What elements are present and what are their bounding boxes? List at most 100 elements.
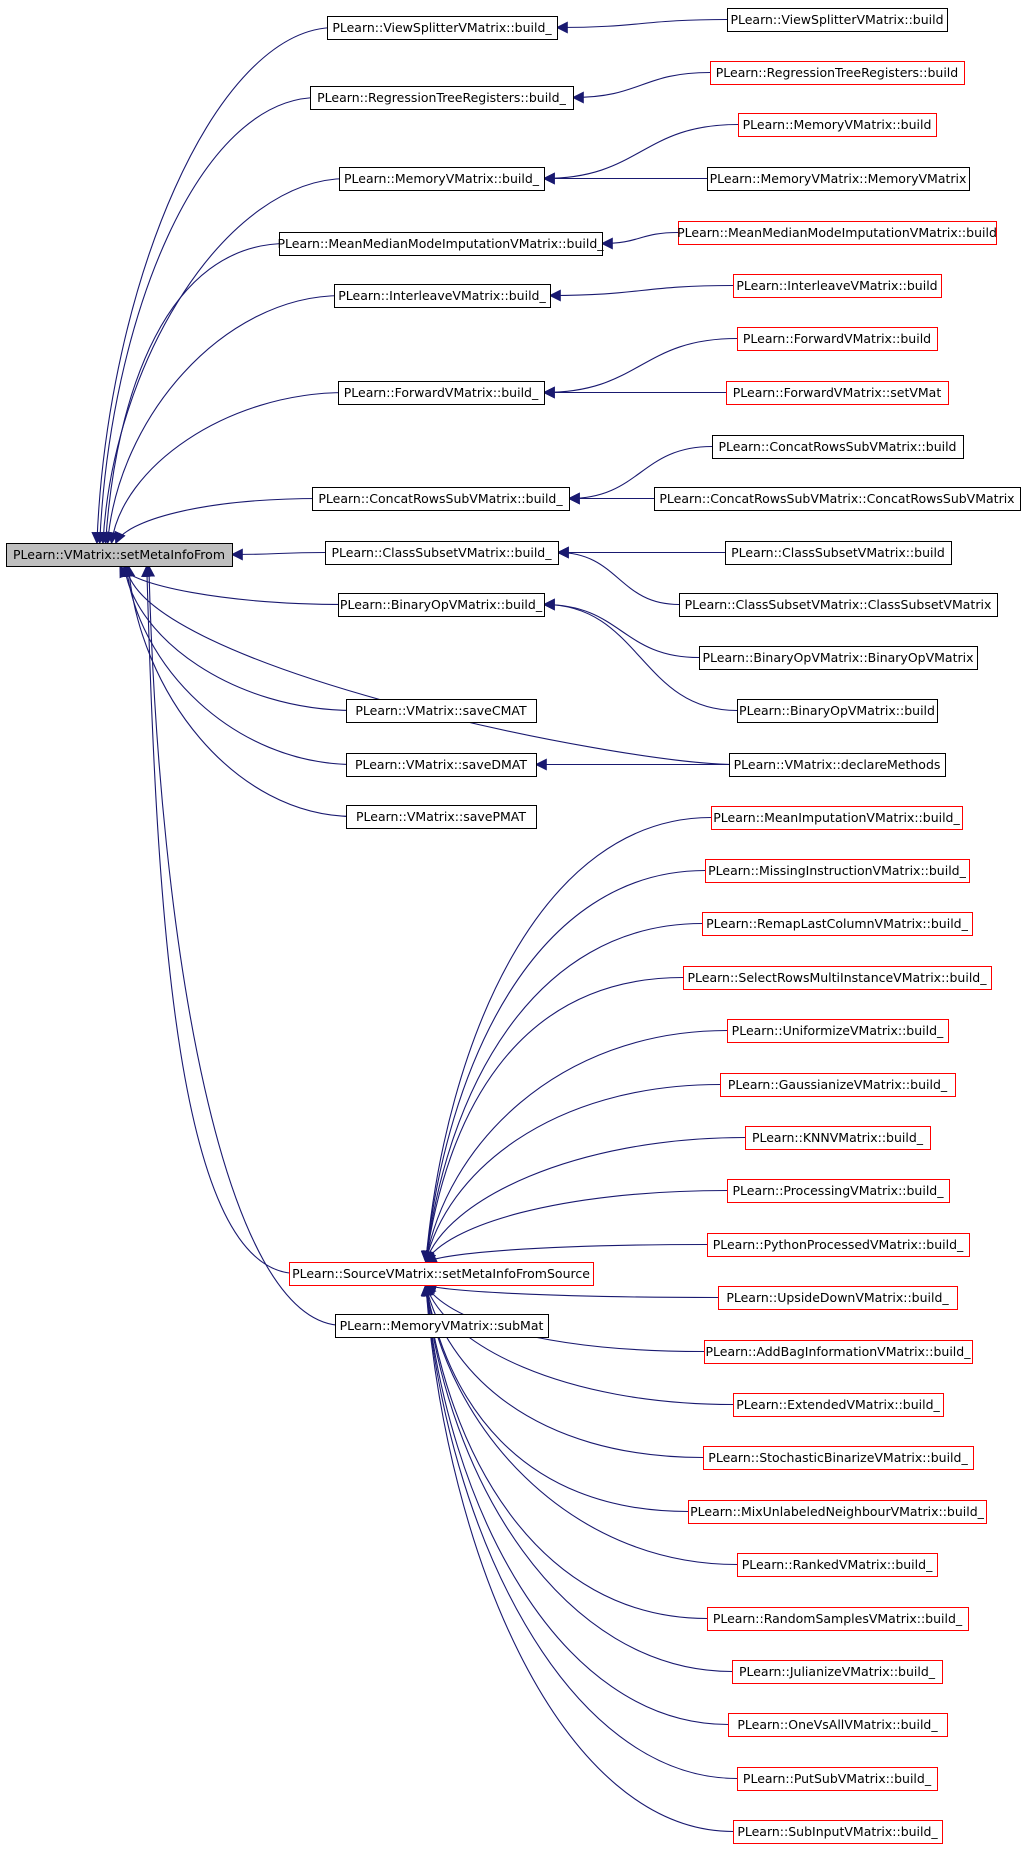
node-box: [339, 167, 545, 191]
node-label: PLearn::PutSubVMatrix::build_: [743, 1771, 932, 1786]
edge-r17-to-src_smif: [420, 1283, 733, 1673]
node-r15[interactable]: PLearn::RankedVMatrix::build_: [737, 1553, 938, 1577]
node-box: [289, 1262, 594, 1286]
node-rtr_b[interactable]: PLearn::RegressionTreeRegisters::build: [710, 61, 965, 85]
node-box: [729, 753, 946, 777]
node-bop_b_[interactable]: PLearn::BinaryOpVMatrix::build_: [338, 593, 545, 617]
node-vsvm_b_[interactable]: PLearn::ViewSplitterVMatrix::build_: [327, 16, 558, 40]
node-box: [733, 1393, 944, 1417]
edge-fwd_b-to-fwd_b_: [542, 337, 738, 399]
node-saveDMAT[interactable]: PLearn::VMatrix::saveDMAT: [346, 753, 537, 777]
edge-src_smif-to-setMetaInfoFrom: [141, 564, 298, 1275]
node-box: [346, 699, 537, 723]
node-r17[interactable]: PLearn::JulianizeVMatrix::build_: [732, 1660, 943, 1684]
node-r6[interactable]: PLearn::GaussianizeVMatrix::build_: [720, 1073, 956, 1097]
node-label: PLearn::RemapLastColumnVMatrix::build_: [706, 916, 968, 931]
node-r1[interactable]: PLearn::MeanImputationVMatrix::build_: [711, 806, 963, 830]
edge-vsvm_b-to-vsvm_b_: [555, 18, 728, 34]
node-saveCMAT[interactable]: PLearn::VMatrix::saveCMAT: [346, 699, 537, 723]
node-box: [725, 541, 952, 565]
node-box: [335, 1314, 549, 1338]
node-css_b_[interactable]: PLearn::ClassSubsetVMatrix::build_: [325, 541, 559, 565]
node-label: PLearn::MixUnlabeledNeighbourVMatrix::bu…: [690, 1504, 985, 1519]
node-vsvm_b[interactable]: PLearn::ViewSplitterVMatrix::build: [727, 8, 948, 32]
node-savePMAT[interactable]: PLearn::VMatrix::savePMAT: [346, 805, 537, 829]
node-css_ctor[interactable]: PLearn::ClassSubsetVMatrix::ClassSubsetV…: [679, 593, 998, 617]
node-r9[interactable]: PLearn::PythonProcessedVMatrix::build_: [707, 1233, 970, 1257]
node-r2[interactable]: PLearn::MissingInstructionVMatrix::build…: [705, 859, 970, 883]
node-label: PLearn::KNNVMatrix::build_: [752, 1130, 924, 1145]
edge-mmm_b_-to-setMetaInfoFrom: [100, 242, 288, 545]
node-r3[interactable]: PLearn::RemapLastColumnVMatrix::build_: [702, 912, 973, 936]
node-r20[interactable]: PLearn::SubInputVMatrix::build_: [733, 1820, 943, 1844]
edge-crs_b_-to-setMetaInfoFrom: [114, 497, 321, 545]
node-r14[interactable]: PLearn::MixUnlabeledNeighbourVMatrix::bu…: [688, 1500, 987, 1524]
node-bop_b[interactable]: PLearn::BinaryOpVMatrix::build: [737, 699, 938, 723]
node-box: [707, 1607, 969, 1631]
node-ilv_b_[interactable]: PLearn::InterleaveVMatrix::build_: [334, 284, 551, 308]
node-r13[interactable]: PLearn::StochasticBinarizeVMatrix::build…: [703, 1446, 974, 1470]
node-box: [726, 381, 949, 405]
node-css_b[interactable]: PLearn::ClassSubsetVMatrix::build: [725, 541, 952, 565]
node-mem_ctor[interactable]: PLearn::MemoryVMatrix::MemoryVMatrix: [707, 167, 970, 191]
node-label: PLearn::ConcatRowsSubVMatrix::build_: [318, 491, 563, 506]
node-r11[interactable]: PLearn::AddBagInformationVMatrix::build_: [704, 1340, 973, 1364]
node-box: [737, 1553, 938, 1577]
node-declareMethods[interactable]: PLearn::VMatrix::declareMethods: [729, 753, 946, 777]
edge-r7-to-src_smif: [423, 1136, 746, 1264]
node-fwd_set[interactable]: PLearn::ForwardVMatrix::setVMat: [726, 381, 949, 405]
node-r4[interactable]: PLearn::SelectRowsMultiInstanceVMatrix::…: [683, 966, 992, 990]
node-r7[interactable]: PLearn::KNNVMatrix::build_: [745, 1126, 931, 1150]
node-label: PLearn::GaussianizeVMatrix::build_: [728, 1077, 948, 1092]
node-box: [312, 487, 570, 511]
node-mmm_b_[interactable]: PLearn::MeanMedianModeImputationVMatrix:…: [277, 232, 604, 256]
edge-rtr_b_-to-setMetaInfoFrom: [94, 96, 319, 545]
edge-r3-to-src_smif: [421, 922, 703, 1264]
edge-r6-to-src_smif: [422, 1083, 721, 1264]
node-label: PLearn::AddBagInformationVMatrix::build_: [706, 1344, 972, 1359]
node-fwd_b[interactable]: PLearn::ForwardVMatrix::build: [737, 327, 938, 351]
node-label: PLearn::RankedVMatrix::build_: [742, 1557, 933, 1572]
node-box: [707, 167, 970, 191]
node-r19[interactable]: PLearn::PutSubVMatrix::build_: [737, 1767, 938, 1791]
node-box: [679, 593, 998, 617]
node-r5[interactable]: PLearn::UniformizeVMatrix::build_: [727, 1019, 949, 1043]
edge-mem_b-to-mem_b_: [542, 123, 739, 185]
node-r12[interactable]: PLearn::ExtendedVMatrix::build_: [733, 1393, 944, 1417]
node-setMetaInfoFrom[interactable]: PLearn::VMatrix::setMetaInfoFrom: [6, 543, 233, 567]
node-crs_b_[interactable]: PLearn::ConcatRowsSubVMatrix::build_: [312, 487, 570, 511]
node-r10[interactable]: PLearn::UpsideDownVMatrix::build_: [718, 1286, 958, 1310]
node-mem_b[interactable]: PLearn::MemoryVMatrix::build: [738, 113, 937, 137]
node-box: [737, 327, 938, 351]
node-label: PLearn::SourceVMatrix::setMetaInfoFromSo…: [292, 1266, 590, 1281]
node-label: PLearn::MeanMedianModeImputationVMatrix:…: [277, 236, 604, 251]
node-r16[interactable]: PLearn::RandomSamplesVMatrix::build_: [707, 1607, 969, 1631]
node-src_smif[interactable]: PLearn::SourceVMatrix::setMetaInfoFromSo…: [289, 1262, 594, 1286]
node-fwd_b_[interactable]: PLearn::ForwardVMatrix::build_: [338, 381, 545, 405]
node-ilv_b[interactable]: PLearn::InterleaveVMatrix::build: [733, 274, 942, 298]
node-mem_subMat[interactable]: PLearn::MemoryVMatrix::subMat: [335, 1314, 549, 1338]
node-label: PLearn::RegressionTreeRegisters::build: [716, 65, 958, 80]
node-box: [6, 543, 233, 567]
edge-saveCMAT-to-setMetaInfoFrom: [119, 564, 355, 712]
node-label: PLearn::PythonProcessedVMatrix::build_: [713, 1237, 964, 1252]
node-box: [711, 806, 963, 830]
node-layer: PLearn::VMatrix::setMetaInfoFromPLearn::…: [6, 8, 1021, 1844]
node-box: [737, 699, 938, 723]
node-box: [745, 1126, 931, 1150]
edge-mmm_b-to-mmm_b_: [600, 231, 679, 250]
node-rtr_b_[interactable]: PLearn::RegressionTreeRegisters::build_: [310, 86, 574, 110]
node-label: PLearn::ForwardVMatrix::build_: [344, 385, 539, 400]
node-crs_b[interactable]: PLearn::ConcatRowsSubVMatrix::build: [712, 435, 964, 459]
edge-bop_ctor-to-bop_b_: [542, 598, 700, 659]
edge-layer: [91, 18, 746, 1833]
node-mmm_b[interactable]: PLearn::MeanMedianModeImputationVMatrix:…: [677, 221, 997, 245]
node-crs_ctor[interactable]: PLearn::ConcatRowsSubVMatrix::ConcatRows…: [654, 487, 1021, 511]
node-r18[interactable]: PLearn::OneVsAllVMatrix::build_: [728, 1713, 948, 1737]
node-mem_b_[interactable]: PLearn::MemoryVMatrix::build_: [339, 167, 545, 191]
edge-ilv_b_-to-setMetaInfoFrom: [102, 294, 343, 545]
node-bop_ctor[interactable]: PLearn::BinaryOpVMatrix::BinaryOpVMatrix: [699, 646, 978, 670]
node-r8[interactable]: PLearn::ProcessingVMatrix::build_: [727, 1179, 950, 1203]
node-box: [654, 487, 1021, 511]
node-label: PLearn::UniformizeVMatrix::build_: [732, 1023, 944, 1038]
